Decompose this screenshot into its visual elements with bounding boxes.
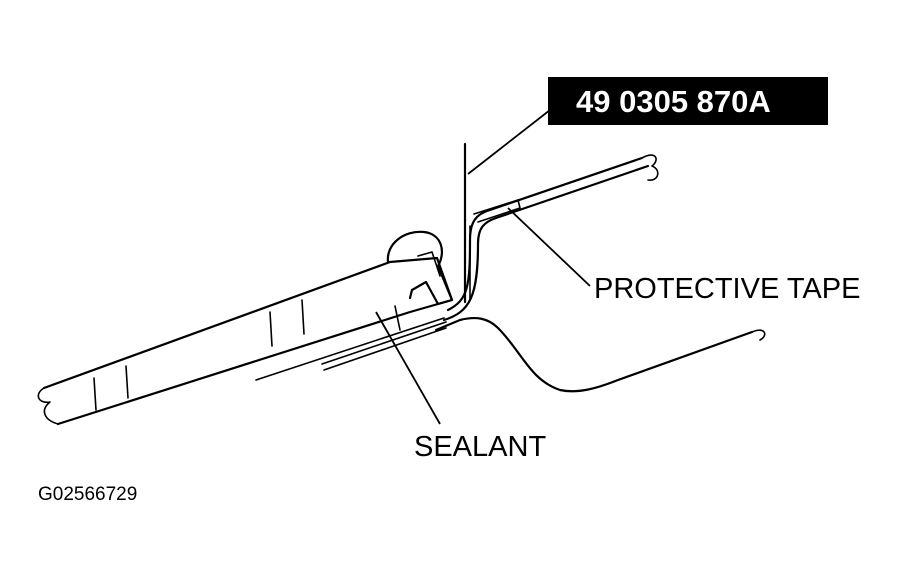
protective-tape	[473, 199, 521, 223]
tool-head	[386, 230, 454, 306]
sealant-layer	[255, 317, 447, 381]
leader-lines	[375, 109, 591, 425]
tool-number: 49 0305 870A	[576, 84, 771, 119]
figure-id: G02566729	[38, 484, 137, 505]
upper-body-panel	[442, 154, 659, 322]
lower-body-panel	[434, 317, 766, 393]
protective-tape-label: PROTECTIVE TAPE	[594, 273, 860, 305]
sealant-leader	[375, 311, 441, 425]
sealant-label: SEALANT	[414, 431, 546, 463]
protective-tape-leader	[507, 207, 591, 287]
tool-number-box	[548, 77, 828, 125]
tool-number-callout: 49 0305 870A	[548, 77, 828, 125]
tool-number-leader	[467, 109, 551, 175]
